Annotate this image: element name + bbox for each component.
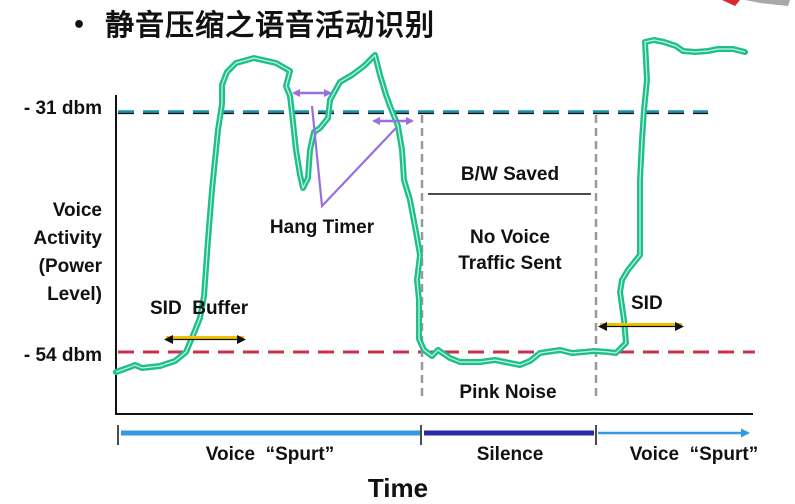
logo-fragment	[722, 0, 790, 6]
timeline-segment-voice-spurt-1: Voice “Spurt”	[206, 444, 334, 465]
y-axis-title-line-4: Level)	[47, 284, 102, 305]
no-voice-label: No Voice	[470, 227, 550, 248]
sid-buffer-arrow	[164, 335, 246, 344]
upper-threshold-label: - 31 dbm	[24, 98, 102, 119]
slide-title: • 静音压缩之语音活动识别	[72, 2, 435, 44]
voice-signal-curve	[113, 37, 748, 375]
traffic-sent-label: Traffic Sent	[458, 253, 562, 274]
y-axis-title-line-2: Activity	[33, 228, 102, 249]
lower-threshold-label: - 54 dbm	[24, 345, 102, 366]
hang-timer-pointer-lines	[310, 105, 397, 209]
bw-saved-label: B/W Saved	[461, 164, 559, 185]
pink-noise-label: Pink Noise	[459, 382, 556, 403]
timeline-bar	[117, 425, 750, 445]
y-axis-title-line-3: (Power	[39, 256, 103, 277]
timeline-segment-silence: Silence	[477, 444, 544, 465]
hang-timer-label: Hang Timer	[270, 217, 375, 238]
timeline-segment-voice-spurt-2: Voice “Spurt”	[630, 444, 758, 465]
sid-arrow	[598, 322, 684, 331]
slide-title-text: 静音压缩之语音活动识别	[105, 8, 436, 42]
bullet-point: •	[72, 13, 88, 38]
y-axis-title: Voice Activity (Power Level)	[33, 200, 102, 305]
x-axis-title: Time	[368, 473, 428, 503]
sid-buffer-label: SID Buffer	[150, 298, 249, 319]
sid-label: SID	[631, 293, 663, 314]
upper-threshold-line	[118, 110, 708, 115]
y-axis-title-line-1: Voice	[53, 200, 102, 221]
